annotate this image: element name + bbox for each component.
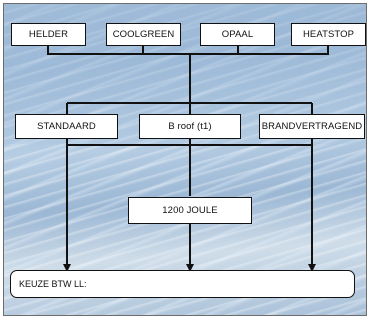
node-1200-joule: 1200 JOULE bbox=[128, 197, 252, 224]
node-b-roof: B roof (t1) bbox=[139, 114, 241, 139]
node-brandvertragend: BRANDVERTRAGEND bbox=[259, 114, 365, 139]
node-standaard: STANDAARD bbox=[15, 114, 118, 139]
node-b-roof-label: B roof (t1) bbox=[168, 121, 212, 132]
node-heatstop-label: HEATSTOP bbox=[302, 29, 355, 40]
node-helder-label: HELDER bbox=[28, 29, 69, 40]
node-standaard-label: STANDAARD bbox=[37, 121, 96, 132]
result-box: KEUZE BTW LL: bbox=[10, 270, 355, 298]
node-brandvertragend-label: BRANDVERTRAGEND bbox=[261, 121, 363, 132]
result-label: KEUZE BTW LL: bbox=[19, 279, 87, 289]
node-helder: HELDER bbox=[11, 23, 86, 46]
node-heatstop: HEATSTOP bbox=[291, 23, 366, 46]
node-coolgreen-label: COOLGREEN bbox=[112, 29, 175, 40]
node-opaal: OPAAL bbox=[200, 23, 275, 46]
node-1200-joule-label: 1200 JOULE bbox=[162, 205, 218, 216]
node-opaal-label: OPAAL bbox=[221, 29, 254, 40]
node-coolgreen: COOLGREEN bbox=[106, 23, 181, 46]
